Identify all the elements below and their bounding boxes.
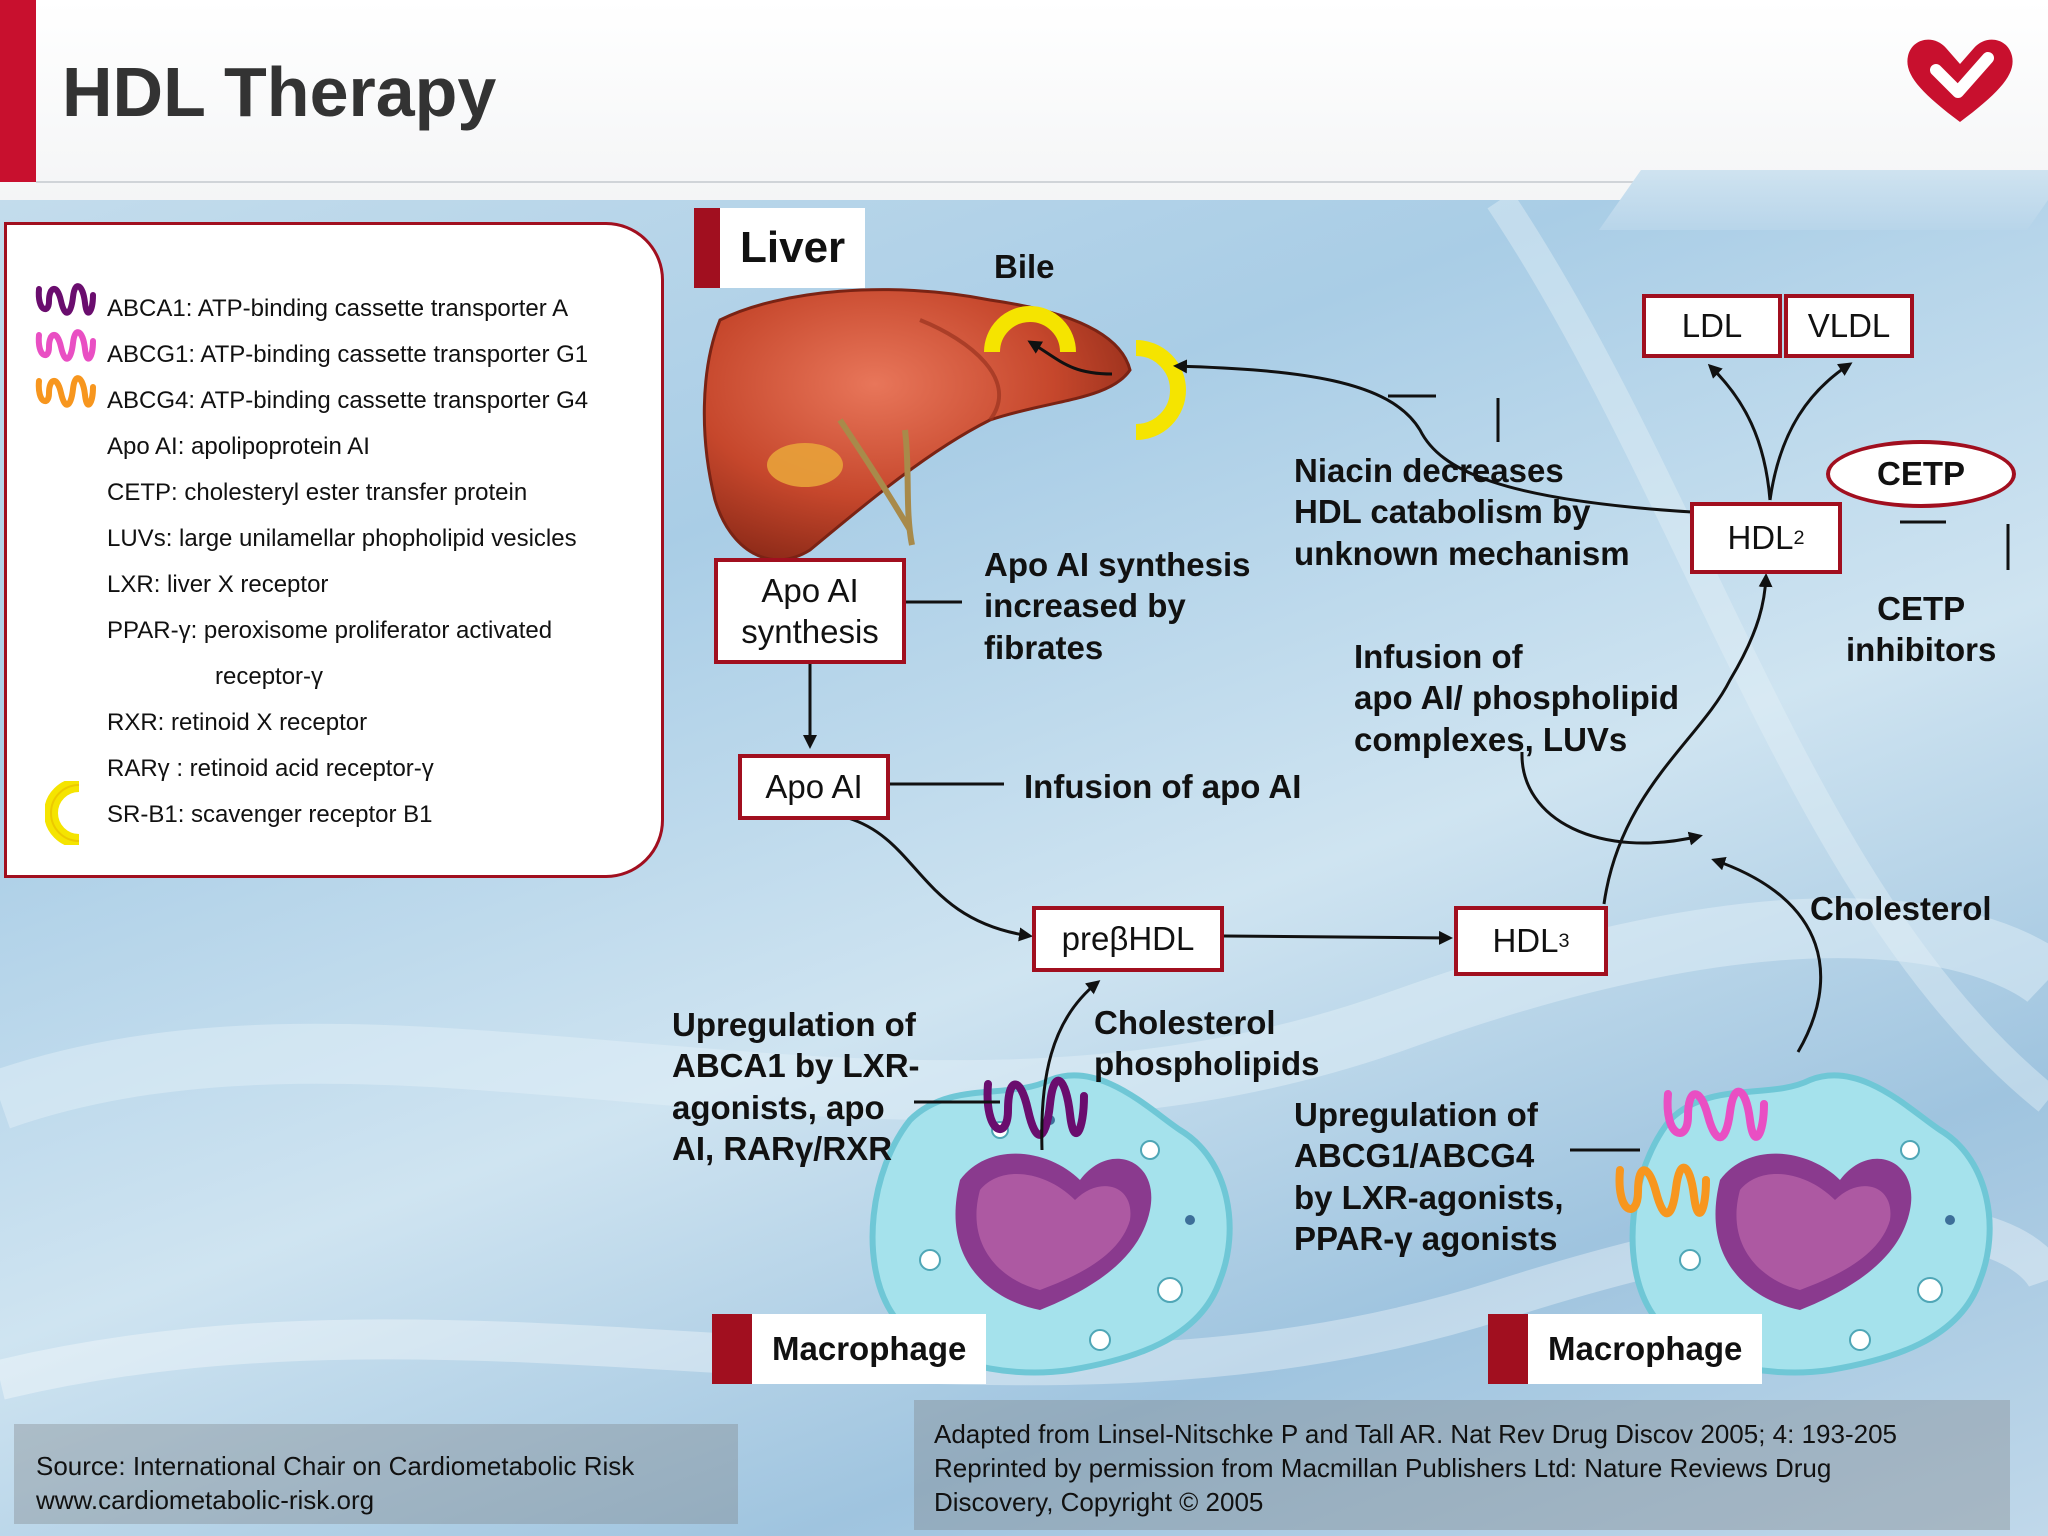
liver-sr-b1-receptor-icon bbox=[1135, 340, 1186, 440]
upreg-abca1-line-1: Upregulation of bbox=[672, 1006, 916, 1043]
abca1-transporter-icon bbox=[35, 283, 96, 316]
niacin-line-2: HDL catabolism by bbox=[1294, 493, 1591, 531]
credit-footer-text: Adapted from Linsel-Nitschke P and Tall … bbox=[934, 1418, 1897, 1519]
legend-item-rar: RARγ : retinoid acid receptor-γ bbox=[107, 755, 434, 782]
legend-item-luvs: LUVs: large unilamellar phopholipid vesi… bbox=[107, 525, 577, 552]
legend-item-sr-b1: SR-B1: scavenger receptor B1 bbox=[107, 801, 433, 828]
source-footer-text: Source: International Chair on Cardiomet… bbox=[36, 1450, 634, 1518]
legend-item-rxr: RXR: retinoid X receptor bbox=[107, 709, 368, 736]
apo-ai-synthesis-line-2: synthesis bbox=[741, 613, 879, 650]
apo-increase-line-3: fibrates bbox=[984, 628, 1104, 666]
legend-item-lxr: LXR: liver X receptor bbox=[107, 571, 329, 598]
hdl2-label: HDL bbox=[1727, 519, 1794, 557]
niacin-line-1: Niacin decreases bbox=[1294, 452, 1564, 489]
abca1-macrophage-transporter-icon bbox=[983, 1076, 1088, 1139]
abcg1-transporter-icon bbox=[35, 329, 96, 362]
abcg4-transporter-icon bbox=[35, 375, 96, 408]
upregulation-abca1-label: Upregulation of ABCA1 by LXR- agonists, … bbox=[672, 1004, 920, 1169]
legend-item-ppar: PPAR-γ: peroxisome proliferator activate… bbox=[107, 617, 553, 644]
cholesterol-label: Cholesterol bbox=[1810, 890, 1992, 927]
infusion-complex-label: Infusion of apo AI/ phospholipid complex… bbox=[1354, 636, 1679, 760]
macrophage-right-tag: Macrophage bbox=[1488, 1314, 1763, 1384]
legend-item-abca1: ABCA1: ATP-binding cassette transporter … bbox=[107, 295, 569, 322]
bile-label: Bile bbox=[994, 248, 1055, 285]
hdl3-subscript: 3 bbox=[1558, 929, 1570, 952]
cetp-ellipse: CETP bbox=[1826, 440, 2016, 508]
cetp-inhibitors-line-2: inhibitors bbox=[1846, 631, 1997, 669]
source-line-2: www.cardiometabolic-risk.org bbox=[36, 1484, 375, 1515]
abcg1-macrophage-transporter-icon bbox=[1663, 1087, 1768, 1142]
liver-tag: Liver bbox=[694, 208, 866, 288]
upreg-abca1-line-4: AI, RARγ/RXR bbox=[672, 1129, 893, 1167]
liver-illustration bbox=[702, 288, 1132, 562]
macrophage-right-label: Macrophage bbox=[1548, 1330, 1743, 1367]
legend-item-cetp: CETP: cholesteryl ester transfer protein bbox=[107, 479, 528, 506]
chol-phospho-line-2: phospholipids bbox=[1094, 1045, 1320, 1083]
legend-item-abcg4: ABCG4: ATP-binding cassette transporter … bbox=[107, 387, 589, 414]
legend-item-apo-ai: Apo AI: apolipoprotein AI bbox=[107, 433, 370, 460]
slide-title: HDL Therapy bbox=[62, 53, 497, 131]
sr-b1-receptor-icon bbox=[45, 781, 80, 845]
cetp-inhibitors-label: CETP inhibitors bbox=[1846, 588, 1996, 671]
source-line-1: Source: International Chair on Cardiomet… bbox=[36, 1451, 635, 1481]
credit-line-2: Reprinted by permission from Macmillan P… bbox=[934, 1452, 1832, 1483]
upregulation-abcg-label: Upregulation of ABCG1/ABCG4 by LXR-agoni… bbox=[1294, 1094, 1564, 1259]
infusion-complex-line-2: apo AI/ phospholipid bbox=[1354, 679, 1680, 717]
apo-increase-line-2: increased by bbox=[984, 587, 1186, 625]
ldl-box: LDL bbox=[1642, 294, 1782, 358]
liver-tag-label: Liver bbox=[740, 223, 846, 272]
macrophage-left-illustration bbox=[869, 1072, 1233, 1376]
infusion-complex-line-1: Infusion of bbox=[1354, 638, 1523, 675]
legend-item-ppar-cont: receptor-γ bbox=[215, 663, 324, 690]
hdl3-label: HDL bbox=[1492, 922, 1559, 960]
upreg-abcg-line-3: by LXR-agonists, bbox=[1294, 1178, 1564, 1216]
header-accent-bar bbox=[0, 0, 36, 182]
cetp-inhibitors-line-1: CETP bbox=[1877, 590, 1966, 627]
legend-panel: ABCA1: ATP-binding cassette transporter … bbox=[4, 222, 664, 878]
credit-line-1: Adapted from Linsel-Nitschke P and Tall … bbox=[934, 1419, 1897, 1449]
slide-header bbox=[0, 0, 2048, 200]
credit-line-3: Discovery, Copyright © 2005 bbox=[934, 1486, 1264, 1517]
vldl-box: VLDL bbox=[1784, 294, 1914, 358]
infusion-complex-line-3: complexes, LUVs bbox=[1354, 720, 1628, 758]
apo-increase-line-1: Apo AI synthesis bbox=[984, 546, 1251, 583]
macrophage-right-illustration bbox=[1629, 1072, 1993, 1376]
upreg-abcg-line-4: PPAR-γ agonists bbox=[1294, 1219, 1558, 1257]
background-swirls bbox=[0, 200, 2048, 1400]
apo-ai-synthesis-box: Apo AI synthesis bbox=[714, 558, 906, 664]
apo-increase-label: Apo AI synthesis increased by fibrates bbox=[984, 544, 1251, 668]
heart-logo-icon bbox=[1907, 39, 2013, 123]
upreg-abca1-line-3: agonists, apo bbox=[672, 1088, 885, 1126]
bile-sr-b1-receptor-icon bbox=[984, 306, 1076, 353]
upreg-abcg-line-2: ABCG1/ABCG4 bbox=[1294, 1137, 1535, 1175]
header-divider bbox=[36, 181, 1636, 183]
upreg-abca1-line-2: ABCA1 by LXR- bbox=[672, 1047, 920, 1085]
cholesterol-phospholipids-label: Cholesterol phospholipids bbox=[1094, 1002, 1319, 1085]
apo-ai-synthesis-line-1: Apo AI bbox=[761, 571, 859, 609]
pre-beta-hdl-box: preβHDL bbox=[1032, 906, 1224, 972]
macrophage-left-tag: Macrophage bbox=[712, 1314, 987, 1384]
niacin-line-3: unknown mechanism bbox=[1294, 534, 1630, 572]
macrophage-left-label: Macrophage bbox=[772, 1330, 967, 1367]
apo-ai-box: Apo AI bbox=[738, 754, 890, 820]
source-footer-panel bbox=[14, 1424, 738, 1524]
upreg-abcg-line-1: Upregulation of bbox=[1294, 1096, 1538, 1133]
credit-footer-panel bbox=[914, 1400, 2010, 1530]
chol-phospho-line-1: Cholesterol bbox=[1094, 1004, 1276, 1041]
abcg4-macrophage-transporter-icon bbox=[1615, 1163, 1710, 1218]
niacin-label: Niacin decreases HDL catabolism by unkno… bbox=[1294, 450, 1630, 574]
legend-item-abcg1: ABCG1: ATP-binding cassette transporter … bbox=[107, 341, 589, 368]
hdl2-subscript: 2 bbox=[1793, 526, 1805, 549]
infusion-apo-label: Infusion of apo AI bbox=[1024, 768, 1302, 805]
